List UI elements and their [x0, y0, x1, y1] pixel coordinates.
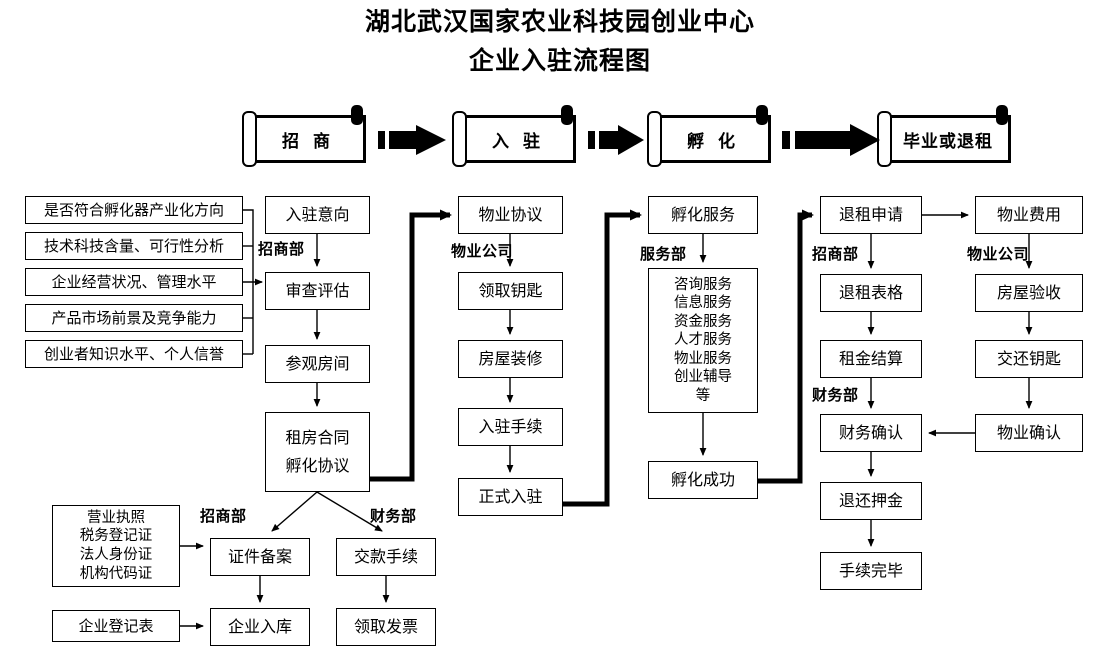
step-incubation-service: 孵化服务 — [648, 196, 758, 234]
phase-banner-recruit: 招 商 — [240, 105, 370, 169]
dept-label-recruit-bottom: 招商部 — [200, 507, 247, 525]
step-intake-intent: 入驻意向 — [265, 196, 370, 234]
dept-label-property-company-exit: 物业公司 — [967, 245, 1030, 263]
step-property-official-move-in: 正式入驻 — [458, 478, 563, 516]
step-exit-form: 退租表格 — [820, 274, 922, 312]
scroll-rod-right-icon — [996, 105, 1008, 125]
step-intake-contract: 租房合同 孵化协议 — [265, 412, 370, 492]
step-payment-procedure: 交款手续 — [336, 538, 436, 576]
dept-label-property-company: 物业公司 — [451, 242, 514, 260]
scroll-rod-left-icon — [647, 111, 662, 167]
phase-banner-graduate-label: 毕业或退租 — [885, 115, 1011, 163]
dept-label-finance-exit: 财务部 — [812, 386, 859, 404]
phase-banner-incubate-label: 孵 化 — [655, 115, 771, 163]
service-item: 创业辅导 — [674, 369, 732, 386]
service-item: 信息服务 — [674, 295, 732, 312]
step-property-renovation: 房屋装修 — [458, 340, 563, 378]
step-intake-visit-room: 参观房间 — [265, 345, 370, 383]
registration-form-box: 企业登记表 — [52, 610, 180, 642]
dept-label-finance-bottom: 财务部 — [370, 507, 417, 525]
page-title-line2: 企业入驻流程图 — [468, 46, 651, 75]
step-exit-refund-deposit: 退还押金 — [820, 482, 922, 520]
service-item: 人才服务 — [674, 332, 732, 349]
step-property-get-keys: 领取钥匙 — [458, 272, 563, 310]
scroll-rod-left-icon — [877, 111, 892, 167]
phase-banner-recruit-label: 招 商 — [250, 115, 366, 163]
document-item: 机构代码证 — [79, 565, 153, 582]
step-intake-review: 审查评估 — [265, 272, 370, 310]
required-documents-box: 营业执照 税务登记证 法人身份证 机构代码证 — [52, 505, 180, 587]
criteria-box-2: 技术科技含量、可行性分析 — [25, 232, 243, 260]
service-item: 资金服务 — [674, 313, 732, 330]
criteria-box-5: 创业者知识水平、个人信誉 — [25, 340, 243, 368]
step-property-move-in-procedure: 入驻手续 — [458, 408, 563, 446]
step-exit-finance-confirm: 财务确认 — [820, 414, 922, 452]
document-item: 税务登记证 — [79, 528, 153, 545]
scroll-rod-left-icon — [242, 111, 257, 167]
step-enterprise-database: 企业入库 — [210, 608, 310, 646]
scroll-rod-right-icon — [351, 105, 363, 125]
criteria-box-1: 是否符合孵化器产业化方向 — [25, 196, 243, 224]
scroll-rod-right-icon — [756, 105, 768, 125]
page-title-line1: 湖北武汉国家农业科技园创业中心 — [364, 7, 755, 36]
step-exit-complete: 手续完毕 — [820, 552, 922, 590]
step-exit-property-inspection: 房屋验收 — [975, 274, 1083, 312]
step-exit-rent-settlement: 租金结算 — [820, 340, 922, 378]
step-exit-property-fee: 物业费用 — [975, 196, 1083, 234]
service-item: 咨询服务 — [674, 276, 732, 293]
step-exit-property-confirm: 物业确认 — [975, 414, 1083, 452]
contract-line-2: 孵化协议 — [285, 456, 350, 475]
phase-banner-settle: 入 驻 — [450, 105, 580, 169]
scroll-rod-right-icon — [561, 105, 573, 125]
step-get-invoice: 领取发票 — [336, 608, 436, 646]
service-item: 物业服务 — [674, 350, 732, 367]
dept-label-recruit-exit: 招商部 — [812, 245, 859, 263]
step-exit-apply: 退租申请 — [820, 196, 922, 234]
contract-line-1: 租房合同 — [285, 428, 350, 447]
scroll-rod-left-icon — [452, 111, 467, 167]
document-item: 营业执照 — [87, 509, 145, 526]
criteria-box-3: 企业经营状况、管理水平 — [25, 268, 243, 296]
step-property-agreement: 物业协议 — [458, 196, 563, 234]
incubation-service-list: 咨询服务 信息服务 资金服务 人才服务 物业服务 创业辅导 等 — [648, 268, 758, 413]
document-item: 法人身份证 — [79, 547, 153, 563]
step-document-filing: 证件备案 — [210, 538, 310, 576]
dept-label-recruit-intake: 招商部 — [258, 240, 305, 258]
step-exit-return-keys: 交还钥匙 — [975, 340, 1083, 378]
service-item: 等 — [695, 387, 711, 404]
phase-banner-settle-label: 入 驻 — [460, 115, 576, 163]
step-incubation-success: 孵化成功 — [648, 461, 758, 499]
dept-label-service-dept: 服务部 — [640, 245, 687, 263]
criteria-box-4: 产品市场前景及竞争能力 — [25, 304, 243, 332]
phase-banner-graduate: 毕业或退租 — [875, 105, 1015, 169]
phase-banner-incubate: 孵 化 — [645, 105, 775, 169]
